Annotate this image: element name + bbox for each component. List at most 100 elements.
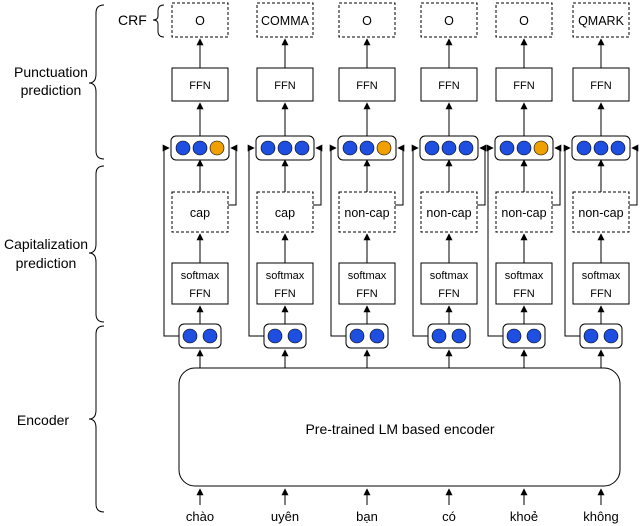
cap-prediction-box [572,191,630,233]
embedding-dot [287,328,303,344]
punct-prediction-box [572,2,630,38]
cap-ffn-label: FFN [513,288,534,300]
cap-ffn-box [495,262,553,305]
concat-dot [516,140,532,156]
punct-prediction-label: QMARK [578,14,625,28]
punct-prediction-label: O [195,14,205,28]
skip-connection-right [477,144,487,206]
capitalization-label-line1: Capitalization [4,236,88,252]
cap-ffn-label: FFN [356,288,377,300]
punct-prediction-box [495,2,553,38]
punct-ffn-label: FFN [356,80,377,92]
input-token: uyên [271,509,299,524]
softmax-label: softmax [266,270,305,282]
punctuation-brace [88,4,105,160]
embedding-dot [182,328,198,344]
section-braces [88,4,165,513]
embedding-dot [451,328,467,344]
skip-connection-left [329,144,346,337]
input-token: khoẻ [510,509,538,524]
skip-connection-right [313,144,323,206]
cap-ffn-label: FFN [590,288,611,300]
skip-connection-right [629,144,639,206]
cap-prediction-label: non-cap [426,206,471,220]
embedding-dot [369,328,385,344]
skip-connection-left [486,144,503,337]
embedding-dot [603,328,619,344]
concat-dot [192,140,208,156]
cap-prediction-label: non-cap [578,206,623,220]
skip-connection-right [395,144,405,206]
punctuation-label-line2: prediction [21,82,82,98]
concat-cap-dot [458,140,474,156]
cap-prediction-label: cap [275,206,295,220]
skip-connection-right [228,144,238,206]
skip-connection-left [411,144,428,337]
concat-dot [593,140,609,156]
punct-prediction-box [256,2,314,38]
softmax-label: softmax [582,270,621,282]
concat-cap-dot [610,140,626,156]
encoder-box [178,367,621,487]
concat-cap-dot [376,140,392,156]
punct-ffn-box [338,67,396,102]
skip-connection-left [247,144,264,337]
punct-prediction-label: COMMA [261,14,310,28]
punct-prediction-label: O [444,14,454,28]
input-token: chào [186,509,214,524]
input-token: không [583,509,618,524]
concat-dot [342,140,358,156]
concat-dot [260,140,276,156]
punct-ffn-label: FFN [274,80,295,92]
punct-ffn-label: FFN [513,80,534,92]
concat-dot [576,140,592,156]
concat-dot [359,140,375,156]
concat-dot [441,140,457,156]
encoder-label: Encoder [17,412,69,428]
punct-ffn-label: FFN [189,80,210,92]
concat-dot [277,140,293,156]
cap-prediction-box [171,191,229,233]
encoder-brace [88,325,105,513]
punctuation-label-line1: Punctuation [14,64,88,80]
punct-ffn-box [171,67,229,102]
punct-ffn-label: FFN [438,80,459,92]
embedding-dot [202,328,218,344]
softmax-label: softmax [430,270,469,282]
embedding-dot [526,328,542,344]
punct-ffn-label: FFN [590,80,611,92]
punct-prediction-box [338,2,396,38]
punct-prediction-box [420,2,478,38]
punct-prediction-box [171,2,229,38]
concat-cap-dot [294,140,310,156]
punct-ffn-box [420,67,478,102]
crf-brace [152,4,165,38]
cap-ffn-box [338,262,396,305]
skip-connection-right [552,144,562,206]
embedding-dot [583,328,599,344]
cap-ffn-label: FFN [438,288,459,300]
embedding-dot [349,328,365,344]
input-token: bạn [356,509,378,524]
softmax-label: softmax [505,270,544,282]
section-labels: CRF Punctuation prediction Capitalizatio… [4,12,147,428]
encoder-box-label: Pre-trained LM based encoder [305,421,494,437]
skip-connection-left [563,144,580,337]
punct-ffn-box [495,67,553,102]
capitalization-brace [88,165,105,323]
concat-dot [499,140,515,156]
embedding-dot [506,328,522,344]
punct-prediction-label: O [362,14,372,28]
embedding-dot [267,328,283,344]
cap-prediction-label: non-cap [501,206,546,220]
softmax-label: softmax [181,270,220,282]
cap-prediction-label: cap [190,206,210,220]
concat-dot [175,140,191,156]
cap-prediction-box [256,191,314,233]
